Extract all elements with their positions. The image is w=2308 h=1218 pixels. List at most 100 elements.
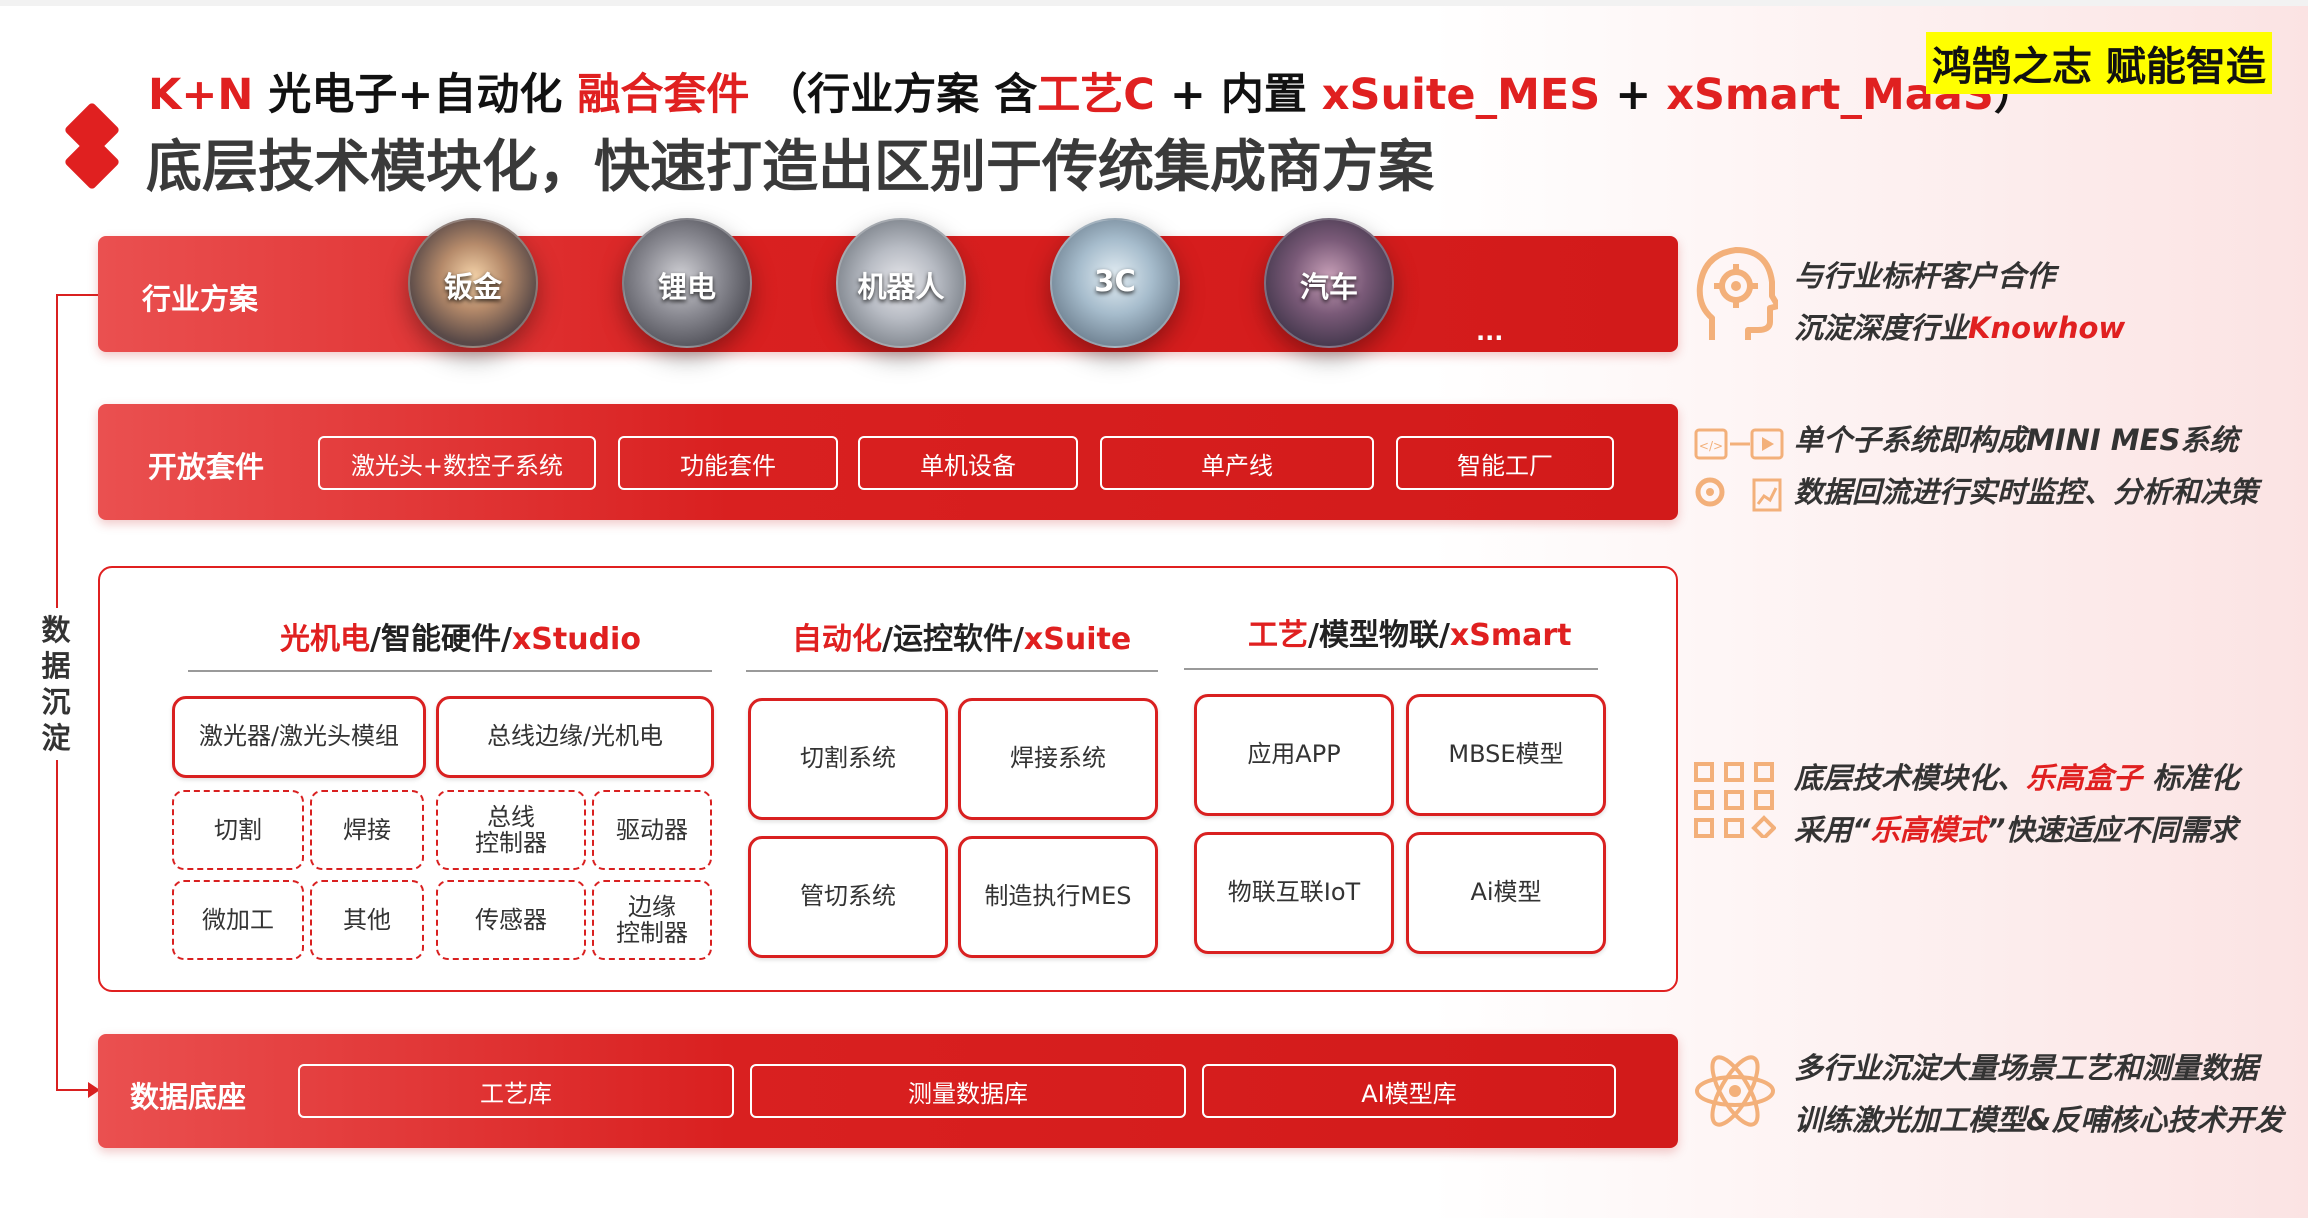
data-measurement-db[interactable]: 测量数据库 xyxy=(750,1064,1186,1118)
note-highlight: Knowhow xyxy=(1968,311,2126,345)
industry-label: 3C xyxy=(1094,264,1136,298)
col3-head-red: 工艺 xyxy=(1248,618,1308,653)
module-welding-system[interactable]: 焊接系统 xyxy=(958,698,1158,820)
note-highlight: 乐高模式 xyxy=(1870,813,1987,847)
note-lego: 底层技术模块化、乐高盒子 标准化 采用“乐高模式”快速适应不同需求 xyxy=(1794,752,2239,856)
note-text: 底层技术模块化、 xyxy=(1794,761,2027,795)
industry-robot[interactable]: 机器人 xyxy=(836,218,966,348)
industry-lithium[interactable]: 锂电 xyxy=(622,218,752,348)
note-highlight: 乐高盒子 xyxy=(2026,761,2143,795)
industry-label: 锂电 xyxy=(657,270,716,304)
col1-head-rest: /智能硬件/ xyxy=(370,622,512,657)
industry-3c[interactable]: 3C xyxy=(1050,218,1180,348)
connector-arrow-icon xyxy=(88,1082,100,1098)
suite-band: 开放套件 xyxy=(98,404,1678,520)
col1-rule xyxy=(188,670,712,672)
side-label-data-accumulation: 数 据 沉 淀 xyxy=(34,608,78,760)
module-welding[interactable]: 焊接 xyxy=(310,790,424,870)
note-data-line1: 多行业沉淀大量场景工艺和测量数据 xyxy=(1794,1051,2259,1085)
col3-head-red2: xSmart xyxy=(1449,618,1572,653)
module-mes[interactable]: 制造执行MES xyxy=(958,836,1158,958)
code-system-icon: </> xyxy=(1694,428,1784,512)
module-mbse[interactable]: MBSE模型 xyxy=(1406,694,1606,816)
industry-sheet-metal[interactable]: 钣金 xyxy=(408,218,538,348)
title-part-c: （行业方案 含 xyxy=(749,70,1038,120)
title-part-g: + xyxy=(1600,70,1667,120)
note-mini-mes: 单个子系统即构成MINI MES系统 数据回流进行实时监控、分析和决策 xyxy=(1794,414,2258,518)
col2-head-red: 自动化 xyxy=(792,622,882,657)
industry-auto[interactable]: 汽车 xyxy=(1264,218,1394,348)
note-mini-mes-line2: 数据回流进行实时监控、分析和决策 xyxy=(1794,475,2259,509)
module-app[interactable]: 应用APP xyxy=(1194,694,1394,816)
module-ai-model[interactable]: Ai模型 xyxy=(1406,832,1606,954)
slogan-badge: 鸿鹄之志 赋能智造 xyxy=(1926,32,2272,94)
suite-laser-head-cnc[interactable]: 激光头+数控子系统 xyxy=(318,436,596,490)
note-industry-line1: 与行业标杆客户合作 xyxy=(1794,259,2056,293)
note-text: 标准化 xyxy=(2142,761,2240,795)
col3-rule xyxy=(1184,668,1598,670)
note-mini-mes-line1: 单个子系统即构成MINI MES系统 xyxy=(1794,423,2239,457)
svg-text:</>: </> xyxy=(1699,439,1723,453)
note-text: 沉淀深度行业 xyxy=(1794,311,1969,345)
data-ai-model-library[interactable]: AI模型库 xyxy=(1202,1064,1616,1118)
top-rule xyxy=(0,0,2308,6)
connector-top xyxy=(56,294,100,296)
industry-label: 钣金 xyxy=(443,270,502,304)
module-other[interactable]: 其他 xyxy=(310,880,424,960)
title-part-d: 工艺C xyxy=(1037,70,1155,120)
title-line-2: 底层技术模块化，快速打造出区别于传统集成商方案 xyxy=(146,135,1434,200)
logo-diamond-bottom xyxy=(63,133,121,191)
note-data: 多行业沉淀大量场景工艺和测量数据 训练激光加工模型&反哺核心技术开发 xyxy=(1794,1042,2283,1146)
industry-label: 汽车 xyxy=(1299,270,1358,304)
module-sensor[interactable]: 传感器 xyxy=(436,880,586,960)
title-part-b: 融合套件 xyxy=(577,70,750,120)
suite-function-kit[interactable]: 功能套件 xyxy=(618,436,838,490)
module-bus-edge[interactable]: 总线边缘/光机电 xyxy=(436,696,714,778)
module-driver[interactable]: 驱动器 xyxy=(592,790,712,870)
suite-smart-factory[interactable]: 智能工厂 xyxy=(1396,436,1614,490)
module-micromachining[interactable]: 微加工 xyxy=(172,880,304,960)
module-edge-controller[interactable]: 边缘 控制器 xyxy=(592,880,712,960)
module-bus-controller[interactable]: 总线 控制器 xyxy=(436,790,586,870)
note-text: ”快速适应不同需求 xyxy=(1986,813,2238,847)
title-part-f: xSuite_MES xyxy=(1321,70,1601,120)
note-lego-line2: 采用“乐高模式”快速适应不同需求 xyxy=(1794,804,2239,856)
note-industry: 与行业标杆客户合作 沉淀深度行业Knowhow xyxy=(1794,250,2125,354)
side-label-char: 据 xyxy=(41,649,71,683)
title-kn: K+N xyxy=(148,70,254,120)
note-industry-line2: 沉淀深度行业Knowhow xyxy=(1794,302,2125,354)
note-text: 采用“ xyxy=(1794,813,1871,847)
data-process-library[interactable]: 工艺库 xyxy=(298,1064,734,1118)
col1-head-red2: xStudio xyxy=(511,622,641,657)
col2-head-rest: /运控软件/ xyxy=(882,622,1024,657)
title-part-e: + 内置 xyxy=(1154,70,1322,120)
suite-single-line[interactable]: 单产线 xyxy=(1100,436,1374,490)
modular-grid-icon xyxy=(1694,762,1776,838)
industry-more: ... xyxy=(1476,318,1504,346)
col1-head-red: 光机电 xyxy=(280,622,370,657)
module-laser-module[interactable]: 激光器/激光头模组 xyxy=(172,696,426,778)
side-label-char: 淀 xyxy=(41,721,71,755)
module-iot[interactable]: 物联互联IoT xyxy=(1194,832,1394,954)
title-line-1: K+N 光电子+自动化 融合套件 （行业方案 含工艺C + 内置 xSuite_… xyxy=(148,60,2037,122)
data-band: 数据底座 xyxy=(98,1034,1678,1148)
atom-icon xyxy=(1695,1055,1775,1127)
title-part-a: 光电子+自动化 xyxy=(253,70,578,120)
module-tube-cutting-system[interactable]: 管切系统 xyxy=(748,836,948,958)
industry-band-label: 行业方案 xyxy=(142,282,259,316)
col3-heading: 工艺/模型物联/xSmart xyxy=(1248,610,1572,654)
industry-label: 机器人 xyxy=(857,270,945,304)
module-cutting[interactable]: 切割 xyxy=(172,790,304,870)
suite-single-equipment[interactable]: 单机设备 xyxy=(858,436,1078,490)
col2-heading: 自动化/运控软件/xSuite xyxy=(792,614,1131,658)
module-cutting-system[interactable]: 切割系统 xyxy=(748,698,948,820)
data-band-label: 数据底座 xyxy=(130,1080,247,1114)
col2-rule xyxy=(746,670,1158,672)
col2-head-red2: xSuite xyxy=(1023,622,1132,657)
suite-band-label: 开放套件 xyxy=(148,450,265,484)
side-label-char: 数 xyxy=(41,613,71,647)
col1-heading: 光机电/智能硬件/xStudio xyxy=(280,614,641,658)
brain-gear-icon xyxy=(1696,247,1778,340)
side-label-char: 沉 xyxy=(41,685,71,719)
connector-bottom xyxy=(56,1089,90,1091)
